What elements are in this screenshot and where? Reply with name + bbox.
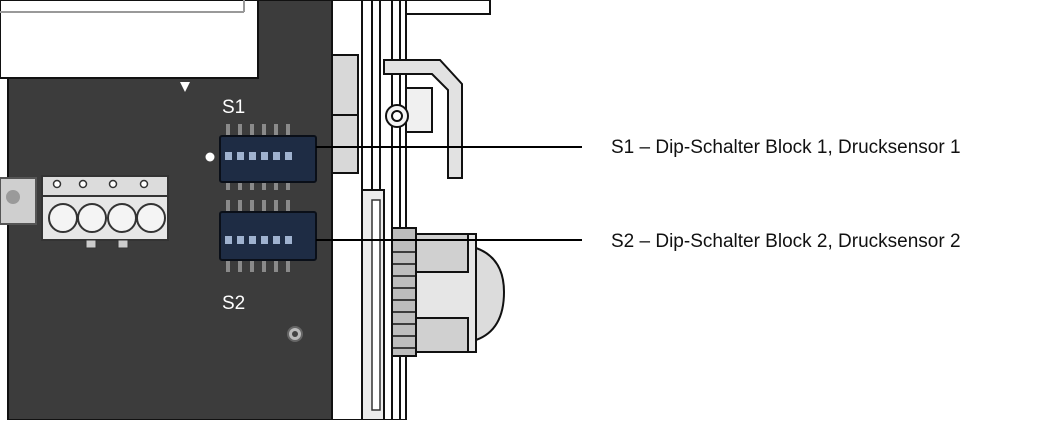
cable-gland [391, 227, 506, 357]
terminal-block [41, 175, 169, 249]
dip-switch-s2 [219, 200, 317, 272]
switch-label-s2: S2 [222, 293, 246, 314]
board-led-dot [205, 152, 215, 162]
board-notch [180, 82, 190, 92]
dip-switch-s1 [219, 124, 317, 190]
callout-s1: S1 – Dip-Schalter Block 1, Drucksensor 1 [611, 137, 961, 158]
switch-label-s1: S1 [222, 97, 246, 118]
callout-s2: S2 – Dip-Schalter Block 2, Drucksensor 2 [611, 231, 961, 252]
clip-bracket [383, 59, 463, 179]
